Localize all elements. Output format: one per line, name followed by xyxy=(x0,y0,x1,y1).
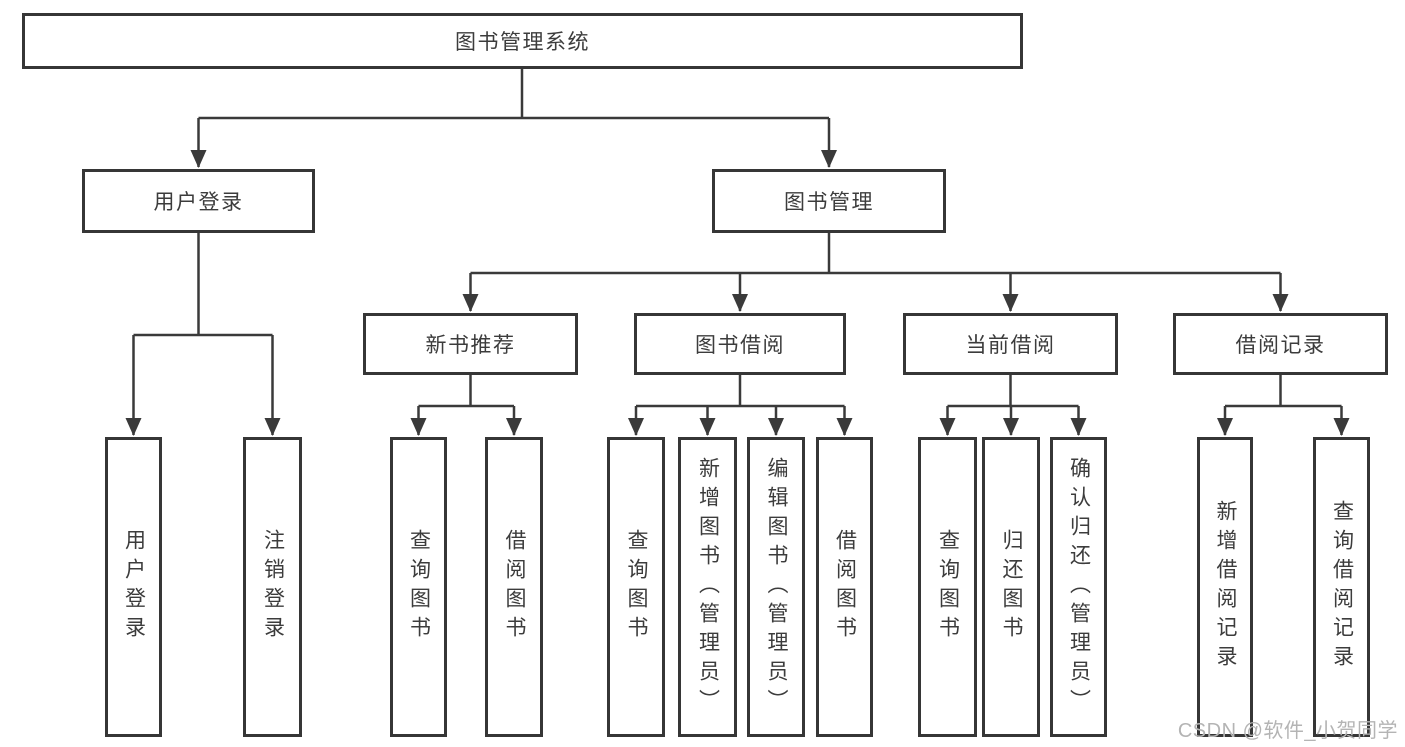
node-book-borrow: 图书借阅 xyxy=(634,313,846,375)
node-label: 图书管理 xyxy=(784,191,874,214)
leaf-add-book-admin: 新增图书（管理员） xyxy=(678,437,737,737)
leaf-borrow-books: 借阅图书 xyxy=(816,437,873,737)
node-label: 借阅记录 xyxy=(1235,334,1326,357)
leaf-query-books-recommend: 查询图书 xyxy=(390,437,447,737)
node-label: 用户登录 xyxy=(122,529,146,645)
node-borrow-records: 借阅记录 xyxy=(1173,313,1388,375)
node-label: 新书推荐 xyxy=(425,334,516,357)
leaf-return-books: 归还图书 xyxy=(982,437,1040,737)
node-label: 图书管理系统 xyxy=(455,31,590,54)
node-root: 图书管理系统 xyxy=(22,13,1023,69)
node-label: 编辑图书（管理员） xyxy=(765,456,789,718)
node-label: 当前借阅 xyxy=(965,334,1056,357)
node-label: 归还图书 xyxy=(1000,529,1024,645)
node-user-login: 用户登录 xyxy=(82,169,315,233)
leaf-add-borrow-record: 新增借阅记录 xyxy=(1197,437,1253,737)
leaf-query-books-current: 查询图书 xyxy=(918,437,977,737)
node-new-book-recommend: 新书推荐 xyxy=(363,313,578,375)
node-label: 借阅图书 xyxy=(503,529,527,645)
node-label: 注销登录 xyxy=(261,529,285,645)
node-label: 新增借阅记录 xyxy=(1214,500,1238,674)
node-current-borrow: 当前借阅 xyxy=(903,313,1118,375)
leaf-query-borrow-record: 查询借阅记录 xyxy=(1313,437,1370,737)
node-label: 用户登录 xyxy=(153,191,244,214)
node-label: 查询图书 xyxy=(936,529,960,645)
leaf-confirm-return-admin: 确认归还（管理员） xyxy=(1050,437,1107,737)
csdn-watermark: CSDN @软件_小贺同学 xyxy=(1177,720,1398,742)
node-label: 新增图书（管理员） xyxy=(696,456,720,718)
node-label: 确认归还（管理员） xyxy=(1067,456,1091,718)
leaf-logout: 注销登录 xyxy=(243,437,302,737)
node-label: 查询图书 xyxy=(407,529,431,645)
node-label: 查询借阅记录 xyxy=(1330,500,1354,674)
leaf-borrow-books-recommend: 借阅图书 xyxy=(485,437,543,737)
leaf-user-login: 用户登录 xyxy=(105,437,162,737)
node-label: 借阅图书 xyxy=(833,529,857,645)
node-label: 图书借阅 xyxy=(695,334,785,357)
node-book-management: 图书管理 xyxy=(712,169,946,233)
leaf-edit-book-admin: 编辑图书（管理员） xyxy=(747,437,805,737)
node-label: 查询图书 xyxy=(625,529,649,645)
leaf-query-books-borrow: 查询图书 xyxy=(607,437,665,737)
